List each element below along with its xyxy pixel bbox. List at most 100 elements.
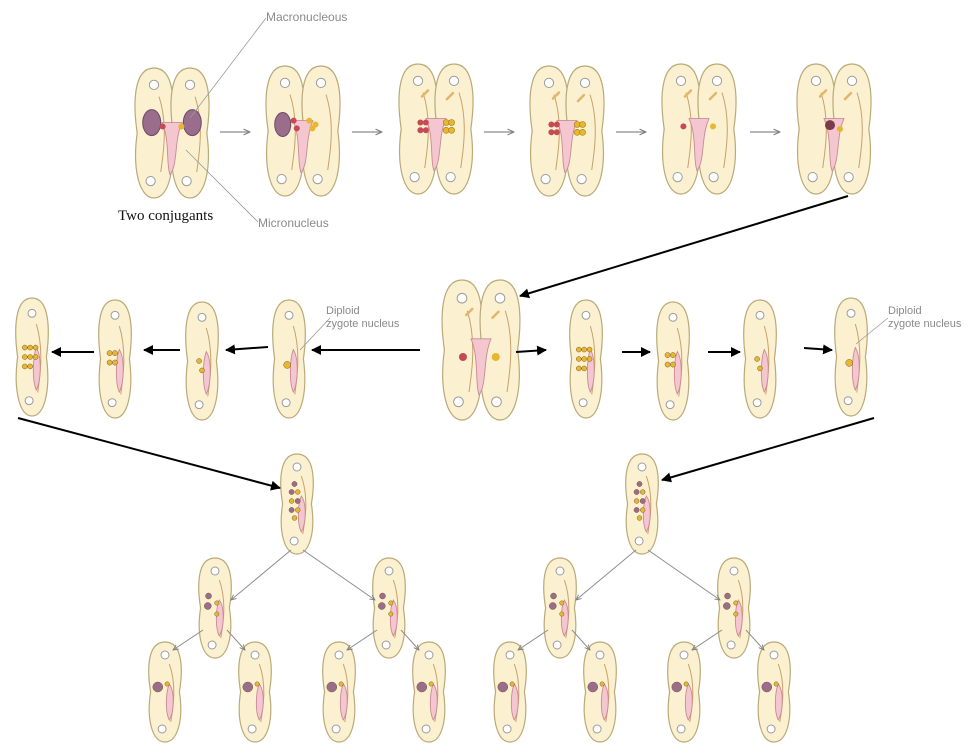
micronucleus-dot xyxy=(295,498,300,503)
left-tree-root xyxy=(281,454,314,554)
micronucleus-dot xyxy=(576,357,581,362)
micronucleus-dot xyxy=(588,682,598,692)
contractile-vacuole xyxy=(198,313,206,321)
exchange-nucleus xyxy=(825,120,835,130)
micronucleus-dot xyxy=(580,122,586,128)
contractile-vacuole xyxy=(680,651,688,659)
micronucleus-dot xyxy=(204,603,211,610)
contractile-vacuole xyxy=(248,725,256,733)
contractile-vacuole xyxy=(111,311,119,319)
left-tree-gen1-2 xyxy=(373,558,406,658)
micronucleus-dot xyxy=(380,593,386,599)
micronucleus-dot xyxy=(443,120,449,126)
contractile-vacuole xyxy=(580,78,589,87)
contractile-vacuole xyxy=(182,176,191,185)
micronucleus-dot xyxy=(206,593,212,599)
micronucleus-dot xyxy=(22,345,27,350)
right-tree-gen2-4 xyxy=(758,642,791,742)
contractile-vacuole xyxy=(277,174,286,183)
contractile-vacuole xyxy=(673,172,682,181)
macronucleus-left xyxy=(143,110,161,136)
left-tree-division-arrow-2 xyxy=(303,550,375,600)
contractile-vacuole xyxy=(282,399,290,407)
micronucleus-right xyxy=(178,124,184,130)
micronucleus-dot xyxy=(665,353,670,358)
right-tree-gen2-1 xyxy=(494,642,527,742)
contractile-vacuole xyxy=(844,172,853,181)
contractile-vacuole xyxy=(108,399,116,407)
exconjugant-left-3 xyxy=(99,300,132,418)
contractile-vacuole xyxy=(449,76,458,85)
micronucleus-dot xyxy=(417,682,427,692)
micronucleus-dot xyxy=(28,355,33,360)
micronucleus-dot xyxy=(560,612,564,616)
contractile-vacuole xyxy=(280,78,289,87)
contractile-vacuole xyxy=(847,309,855,317)
micronucleus-dot xyxy=(389,612,393,616)
contractile-vacuole xyxy=(161,651,169,659)
contractile-vacuole xyxy=(293,463,301,471)
progression-arrow-11 xyxy=(662,418,874,480)
micronucleus-dot xyxy=(423,127,429,133)
micronucleus-dot xyxy=(576,366,581,371)
macronucleus-left xyxy=(275,113,291,137)
micronucleus-dot xyxy=(670,353,675,358)
micronucleus-dot xyxy=(289,499,294,504)
micronucleus-dot xyxy=(560,601,564,605)
contractile-vacuole xyxy=(553,641,561,649)
exconjugant-right-3 xyxy=(744,300,777,418)
micronucleus-dot xyxy=(551,593,557,599)
micronucleus-dot xyxy=(640,498,645,503)
contractile-vacuole xyxy=(382,641,390,649)
two-conjugants-label: Two conjugants xyxy=(118,210,213,223)
exconjugant-right-1 xyxy=(570,300,603,418)
right-tree-gen1-1 xyxy=(544,558,577,658)
contractile-vacuole xyxy=(506,651,514,659)
micronucleus-dot xyxy=(107,351,112,356)
contractile-vacuole xyxy=(457,293,467,303)
right-tree-gen2-2 xyxy=(584,642,617,742)
micronucleus-dot xyxy=(498,682,508,692)
micronucleus-dot xyxy=(289,507,294,512)
contractile-vacuole xyxy=(454,397,464,407)
micronucleus-dot xyxy=(291,118,297,124)
contractile-vacuole xyxy=(676,76,685,85)
micronucleus-dot xyxy=(165,682,169,686)
contractile-vacuole xyxy=(410,172,419,181)
micronucleus-dot xyxy=(587,347,592,352)
contractile-vacuole xyxy=(316,78,325,87)
micronucleus-dot xyxy=(295,508,300,513)
micronucleus-dot xyxy=(548,122,554,128)
contractile-vacuole xyxy=(446,172,455,181)
contractile-vacuole xyxy=(211,567,219,575)
left-tree-gen1-1 xyxy=(199,558,232,658)
progression-arrow-10 xyxy=(18,418,280,488)
contractile-vacuole xyxy=(582,311,590,319)
exconjugant-left-2 xyxy=(186,302,219,420)
contractile-vacuole xyxy=(425,651,433,659)
micronucleus-dot xyxy=(22,364,27,369)
contractile-vacuole xyxy=(709,172,718,181)
left-tree-gen2-4 xyxy=(413,642,446,742)
contractile-vacuole xyxy=(495,293,505,303)
micronucleus-dot xyxy=(600,682,604,686)
contractile-vacuole xyxy=(844,397,852,405)
right-tree-root xyxy=(626,454,659,554)
micronucleus-dot xyxy=(459,353,467,361)
micronucleus-dot xyxy=(574,129,580,135)
micronucleus-dot xyxy=(665,362,670,367)
micronucleus-dot xyxy=(243,682,253,692)
micronucleus-dot xyxy=(306,118,312,124)
micronucleus-dot xyxy=(312,122,318,128)
right-tree-division-arrow-1 xyxy=(576,550,636,600)
micronucleus-dot xyxy=(670,362,675,367)
micronucleus-dot xyxy=(723,603,730,610)
exconjugant-right-4 xyxy=(835,298,868,416)
contractile-vacuole xyxy=(635,537,643,545)
contractile-vacuole xyxy=(730,567,738,575)
micronucleus-dot xyxy=(734,612,738,616)
left-tree-gen2-1 xyxy=(149,642,182,742)
micronucleus-dot xyxy=(710,123,716,129)
contractile-vacuole xyxy=(503,725,511,733)
micronucleus-dot xyxy=(576,347,581,352)
